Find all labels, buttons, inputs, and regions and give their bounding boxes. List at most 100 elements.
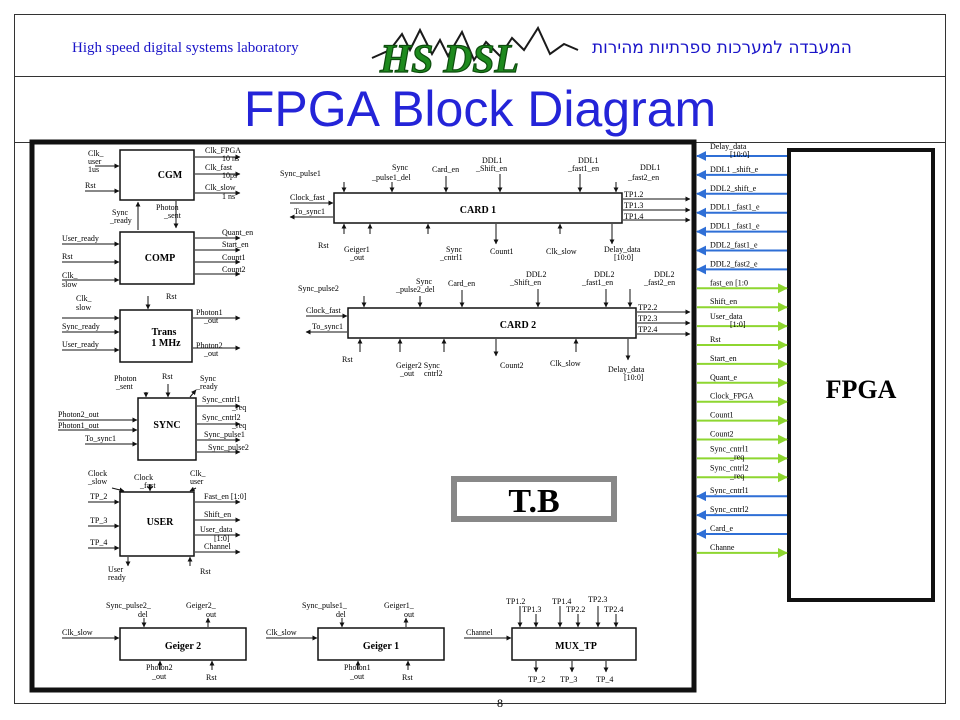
interface-signal-label: Sync_cntrl1 [710, 486, 749, 495]
svg-text:Photon: Photon [114, 374, 137, 383]
interface-signal-label: Count2 [710, 430, 734, 439]
svg-text:Sync_pulse2: Sync_pulse2 [208, 443, 249, 452]
svg-text:Sync_pulse1: Sync_pulse1 [280, 169, 321, 178]
svg-text:To_sync1: To_sync1 [312, 322, 343, 331]
interface-signal-label: DDL1 _shift_e [710, 165, 759, 174]
svg-text:_out: _out [399, 369, 415, 378]
svg-text:Sync_pulse1: Sync_pulse1 [204, 430, 245, 439]
svg-text:Photon1: Photon1 [196, 308, 223, 317]
user-block: USER Clock _slow Clock _fast Clk_ user T… [87, 469, 247, 582]
svg-text:Count2: Count2 [222, 265, 246, 274]
svg-text:TP_2: TP_2 [90, 492, 107, 501]
card2-block: CARD 2 Sync_pulse2 Sync _pulse2_del Card… [298, 270, 691, 382]
fpga-block [787, 148, 935, 602]
svg-text:Shift_en: Shift_en [204, 510, 231, 519]
svg-text:_fast1_en: _fast1_en [567, 164, 599, 173]
svg-text:Geiger2_: Geiger2_ [186, 601, 217, 610]
tb-label-frame [451, 476, 617, 522]
svg-text:Sync: Sync [200, 374, 216, 383]
cgm-out-clk-fast: Clk_fast [205, 163, 233, 172]
interface-signal-label: DDL2_fast2_e [710, 259, 758, 268]
svg-text:1us: 1us [88, 165, 99, 174]
svg-text:del: del [138, 610, 149, 619]
svg-text:del: del [336, 610, 347, 619]
svg-text:Photon: Photon [156, 203, 179, 212]
svg-text:Sync: Sync [446, 245, 462, 254]
cgm-out-clk-slow: Clk_slow [205, 183, 236, 192]
svg-text:[1:0]: [1:0] [214, 534, 230, 543]
svg-text:TP_3: TP_3 [90, 516, 107, 525]
svg-text:DDL1: DDL1 [640, 163, 660, 172]
card1-block: CARD 1 Sync_pulse1 Sync _pulse1_del Card… [280, 156, 691, 262]
svg-text:Count1: Count1 [222, 253, 246, 262]
svg-text:TP1.3: TP1.3 [624, 201, 643, 210]
svg-text:Rst: Rst [166, 292, 177, 301]
geiger1-block: Geiger 1 Sync_pulse1_ del Geiger1_ out C… [266, 601, 445, 682]
svg-text:DDL2: DDL2 [654, 270, 674, 279]
fpga-label: FPGA [826, 375, 897, 404]
svg-text:slow: slow [76, 303, 91, 312]
svg-text:TP1.2: TP1.2 [624, 190, 643, 199]
svg-text:TP_4: TP_4 [90, 538, 107, 547]
svg-text:Rst: Rst [162, 372, 173, 381]
interface-signal-label: Rst [710, 335, 721, 344]
svg-text:Photon1: Photon1 [344, 663, 371, 672]
interface-signal-label: DDL1 _fast1_e [710, 203, 760, 212]
svg-text:TP_3: TP_3 [560, 675, 577, 684]
svg-text:Photon1_out: Photon1_out [58, 421, 100, 430]
svg-text:User_data: User_data [200, 525, 233, 534]
interface-signal-label: Delay_data[10:0] [710, 142, 750, 159]
svg-text:_slow: _slow [87, 477, 107, 486]
mux-tp-block: MUX_TP TP1.2 TP1.4 TP2.3 TP1.3 TP2.2 TP2… [464, 595, 637, 684]
svg-text:TP2.4: TP2.4 [638, 325, 657, 334]
svg-text:_fast2_en: _fast2_en [643, 278, 675, 287]
page-number: 8 [497, 696, 503, 710]
svg-text:user: user [88, 157, 102, 166]
svg-text:Clk_slow: Clk_slow [550, 359, 581, 368]
svg-text:Delay_data: Delay_data [608, 365, 645, 374]
svg-text:1 ns: 1 ns [222, 192, 235, 201]
svg-text:TP2.3: TP2.3 [638, 314, 657, 323]
svg-text:Rst: Rst [200, 567, 211, 576]
svg-text:out: out [404, 610, 415, 619]
interface-signal-label: Quant_e [710, 373, 738, 382]
svg-text:Clk_slow: Clk_slow [266, 628, 297, 637]
svg-text:_out: _out [203, 349, 219, 358]
svg-text:_req: _req [231, 403, 246, 412]
svg-text:Sync: Sync [392, 163, 408, 172]
svg-text:Photon2: Photon2 [146, 663, 173, 672]
lab-name-english: High speed digital systems laboratory [72, 40, 299, 56]
svg-text:Sync_pulse1_: Sync_pulse1_ [302, 601, 348, 610]
svg-text:[10:0]: [10:0] [624, 373, 644, 382]
svg-text:TP1.4: TP1.4 [552, 597, 571, 606]
svg-text:Sync: Sync [112, 208, 128, 217]
svg-text:Card_en: Card_en [448, 279, 475, 288]
slide-title: FPGA Block Diagram [243, 81, 717, 137]
trans-block: Trans 1 MHz Rst Clk_ slow Sync_ready Use… [62, 292, 241, 363]
interface-signal-label: Clock_FPGA [710, 392, 754, 401]
svg-text:_out: _out [349, 253, 365, 262]
svg-text:_pulse2_del: _pulse2_del [395, 285, 435, 294]
svg-text:User_ready: User_ready [62, 340, 99, 349]
svg-text:Fast_en [1:0]: Fast_en [1:0] [204, 492, 247, 501]
svg-text:Rst: Rst [62, 252, 73, 261]
svg-text:DDL2: DDL2 [594, 270, 614, 279]
svg-text:Delay_data: Delay_data [604, 245, 641, 254]
svg-text:Photon2: Photon2 [196, 341, 223, 350]
geiger1-name: Geiger 1 [363, 641, 399, 652]
interface-signal-label: Card_e [710, 524, 734, 533]
svg-text:out: out [206, 610, 217, 619]
svg-text:TP1.4: TP1.4 [624, 212, 643, 221]
user-name: USER [147, 517, 174, 528]
mux-tp-name: MUX_TP [555, 641, 597, 652]
interface-signal-label: User_data[1:0] [710, 312, 746, 329]
svg-text:Rst: Rst [318, 241, 329, 250]
sync-name: SYNC [153, 420, 180, 431]
fpga-interface-signals: Delay_data[10:0]DDL1 _shift_eDDL2_shift_… [696, 142, 788, 558]
svg-text:_out: _out [349, 672, 365, 681]
interface-signal-label: Count1 [710, 411, 734, 420]
svg-text:_fast2_en: _fast2_en [627, 173, 659, 182]
cgm-name: CGM [158, 170, 183, 181]
svg-text:Channel: Channel [204, 542, 231, 551]
interface-signal-label: Sync_cntrl2 [710, 505, 749, 514]
